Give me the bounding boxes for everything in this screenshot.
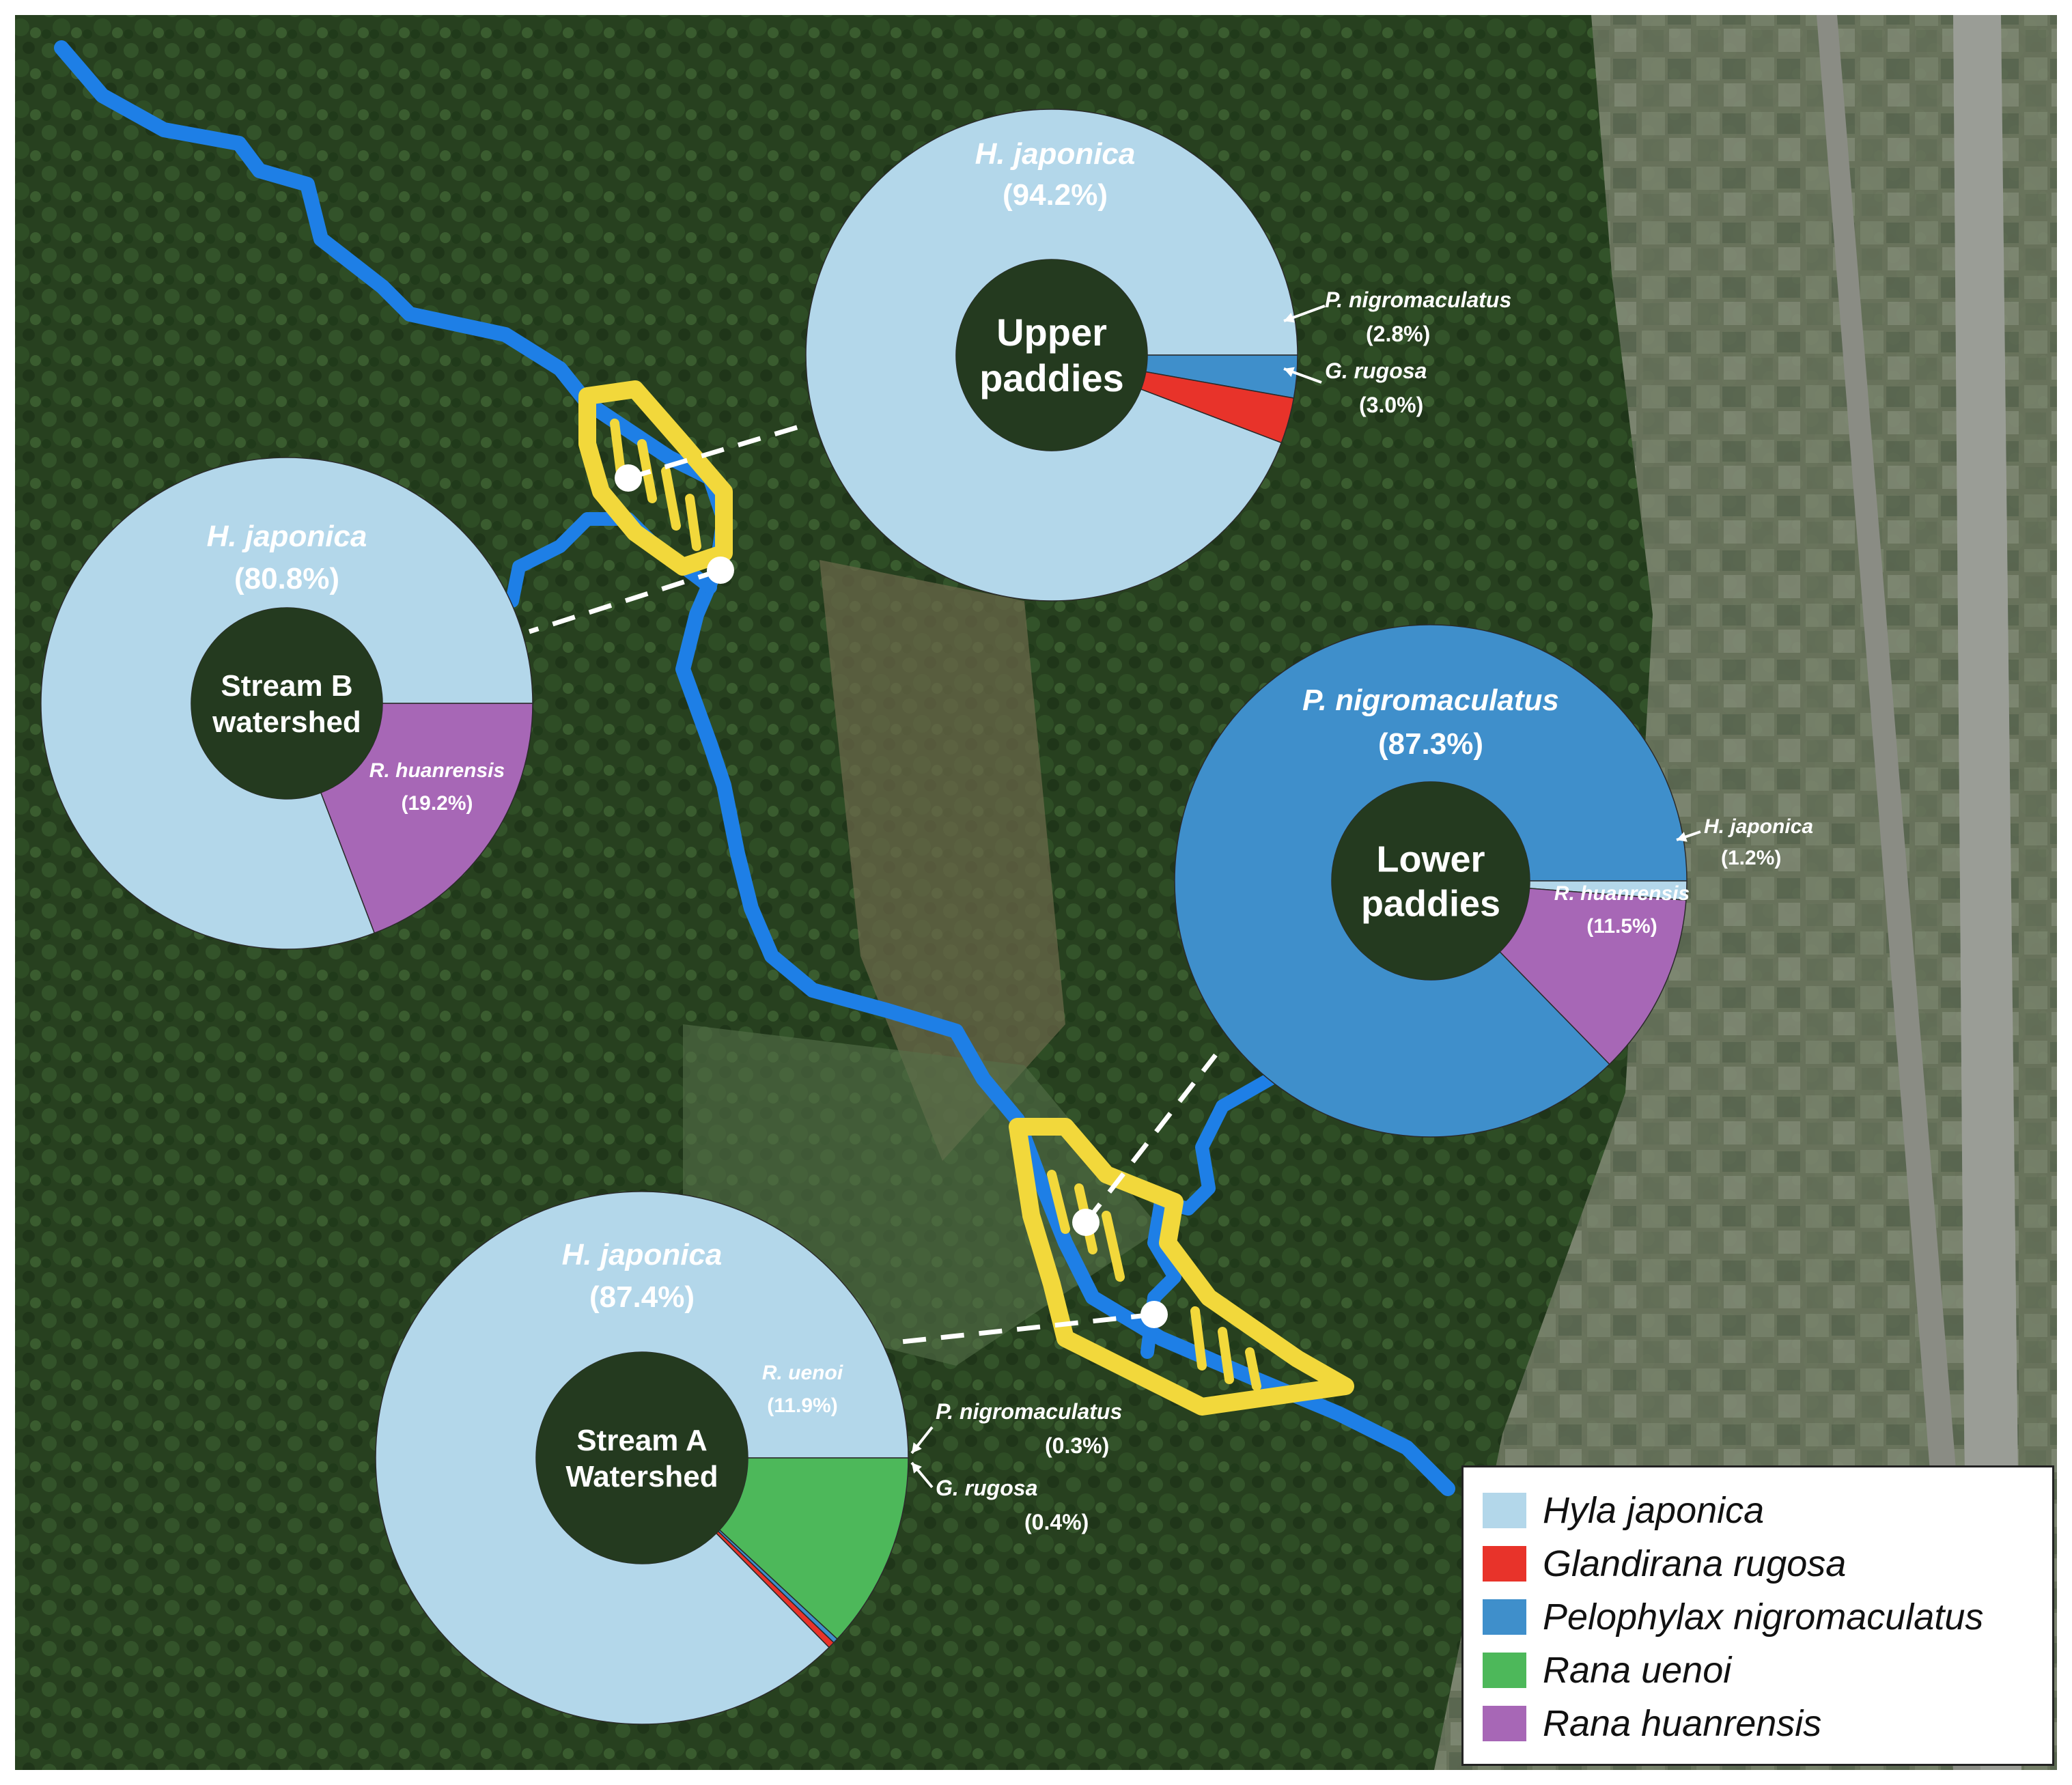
legend-item: Pelophylax nigromaculatus bbox=[1483, 1590, 2033, 1644]
donut-center bbox=[1332, 782, 1530, 980]
slice-species-label: P. nigromaculatus bbox=[1325, 287, 1511, 312]
slice-species-label: H. japonica bbox=[207, 520, 367, 553]
label-arrowhead bbox=[1284, 367, 1295, 378]
donut-center-label: Lower bbox=[1376, 839, 1485, 880]
slice-species-label: G. rugosa bbox=[1325, 359, 1427, 383]
legend-item: Hyla japonica bbox=[1483, 1484, 2033, 1537]
sample-point-stream-b bbox=[707, 557, 734, 584]
legend-item: Rana uenoi bbox=[1483, 1644, 2033, 1697]
legend-swatch bbox=[1483, 1653, 1526, 1688]
farmland-area bbox=[1434, 15, 2057, 1770]
slice-percent-label: (11.5%) bbox=[1586, 915, 1657, 938]
slice-percent-label: (2.8%) bbox=[1366, 322, 1430, 346]
stream-main bbox=[54, 40, 1455, 1496]
slice-species-label: H. japonica bbox=[1704, 815, 1813, 838]
slice-species-label: G. rugosa bbox=[936, 1476, 1037, 1500]
donut-center-label: Upper bbox=[996, 311, 1107, 354]
slice-percent-label: (1.2%) bbox=[1721, 847, 1781, 869]
slice-percent-label: (87.3%) bbox=[1378, 727, 1483, 761]
slice-species-label: P. nigromaculatus bbox=[936, 1399, 1122, 1424]
pie-slice bbox=[715, 1530, 835, 1648]
slice-percent-label: (94.2%) bbox=[1003, 178, 1108, 212]
label-arrowhead bbox=[1284, 312, 1295, 323]
slice-species-label: R. huanrensis bbox=[1554, 882, 1690, 905]
donut-center-label: watershed bbox=[212, 705, 361, 739]
highway bbox=[1953, 15, 2021, 1770]
legend-swatch bbox=[1483, 1546, 1526, 1582]
leader-lines bbox=[528, 424, 1218, 1345]
slice-percent-label: (11.9%) bbox=[767, 1394, 837, 1417]
legend-label: Hyla japonica bbox=[1543, 1490, 1765, 1531]
slice-species-label: P. nigromaculatus bbox=[1302, 684, 1559, 717]
legend-label: Pelophylax nigromaculatus bbox=[1543, 1597, 1984, 1638]
slice-percent-label: (80.8%) bbox=[234, 562, 339, 595]
sample-point-lower bbox=[1072, 1209, 1100, 1236]
slice-percent-label: (3.0%) bbox=[1359, 393, 1423, 417]
cleared-slope bbox=[820, 560, 1065, 1161]
legend-swatch bbox=[1483, 1493, 1526, 1528]
sample-point-stream-a bbox=[1140, 1301, 1168, 1328]
label-arrowhead bbox=[912, 1442, 922, 1453]
railway bbox=[1817, 15, 1980, 1770]
legend-item: Glandirana rugosa bbox=[1483, 1537, 2033, 1590]
legend-swatch bbox=[1483, 1706, 1526, 1741]
donut-center-label: Watershed bbox=[565, 1460, 718, 1493]
legend-swatch bbox=[1483, 1599, 1526, 1635]
slice-species-label: R. huanrensis bbox=[369, 759, 505, 782]
legend-item: Rana huanrensis bbox=[1483, 1697, 2033, 1750]
donut-center-label: Stream A bbox=[576, 1424, 708, 1457]
legend-label: Glandirana rugosa bbox=[1543, 1543, 1847, 1584]
donut-center-label: paddies bbox=[979, 356, 1124, 399]
donut-center bbox=[536, 1352, 748, 1564]
slice-percent-label: (0.3%) bbox=[1045, 1433, 1109, 1458]
donut-center-label: Stream B bbox=[221, 669, 352, 703]
legend-label: Rana uenoi bbox=[1543, 1650, 1732, 1691]
slice-percent-label: (87.4%) bbox=[589, 1280, 695, 1314]
donut-center bbox=[191, 608, 382, 799]
slice-species-label: R. uenoi bbox=[762, 1362, 843, 1384]
slice-percent-label: (19.2%) bbox=[401, 792, 473, 815]
label-arrowhead bbox=[912, 1463, 922, 1474]
sample-point-upper bbox=[615, 464, 642, 492]
donut-center bbox=[956, 259, 1147, 451]
label-arrowhead bbox=[1677, 832, 1688, 842]
slice-species-label: H. japonica bbox=[562, 1238, 723, 1271]
slice-percent-label: (0.4%) bbox=[1024, 1510, 1089, 1534]
donut-center-label: paddies bbox=[1361, 883, 1500, 924]
species-legend: Hyla japonica Glandirana rugosa Pelophyl… bbox=[1461, 1465, 2054, 1766]
legend-label: Rana huanrensis bbox=[1543, 1703, 1822, 1744]
slice-species-label: H. japonica bbox=[975, 137, 1136, 171]
